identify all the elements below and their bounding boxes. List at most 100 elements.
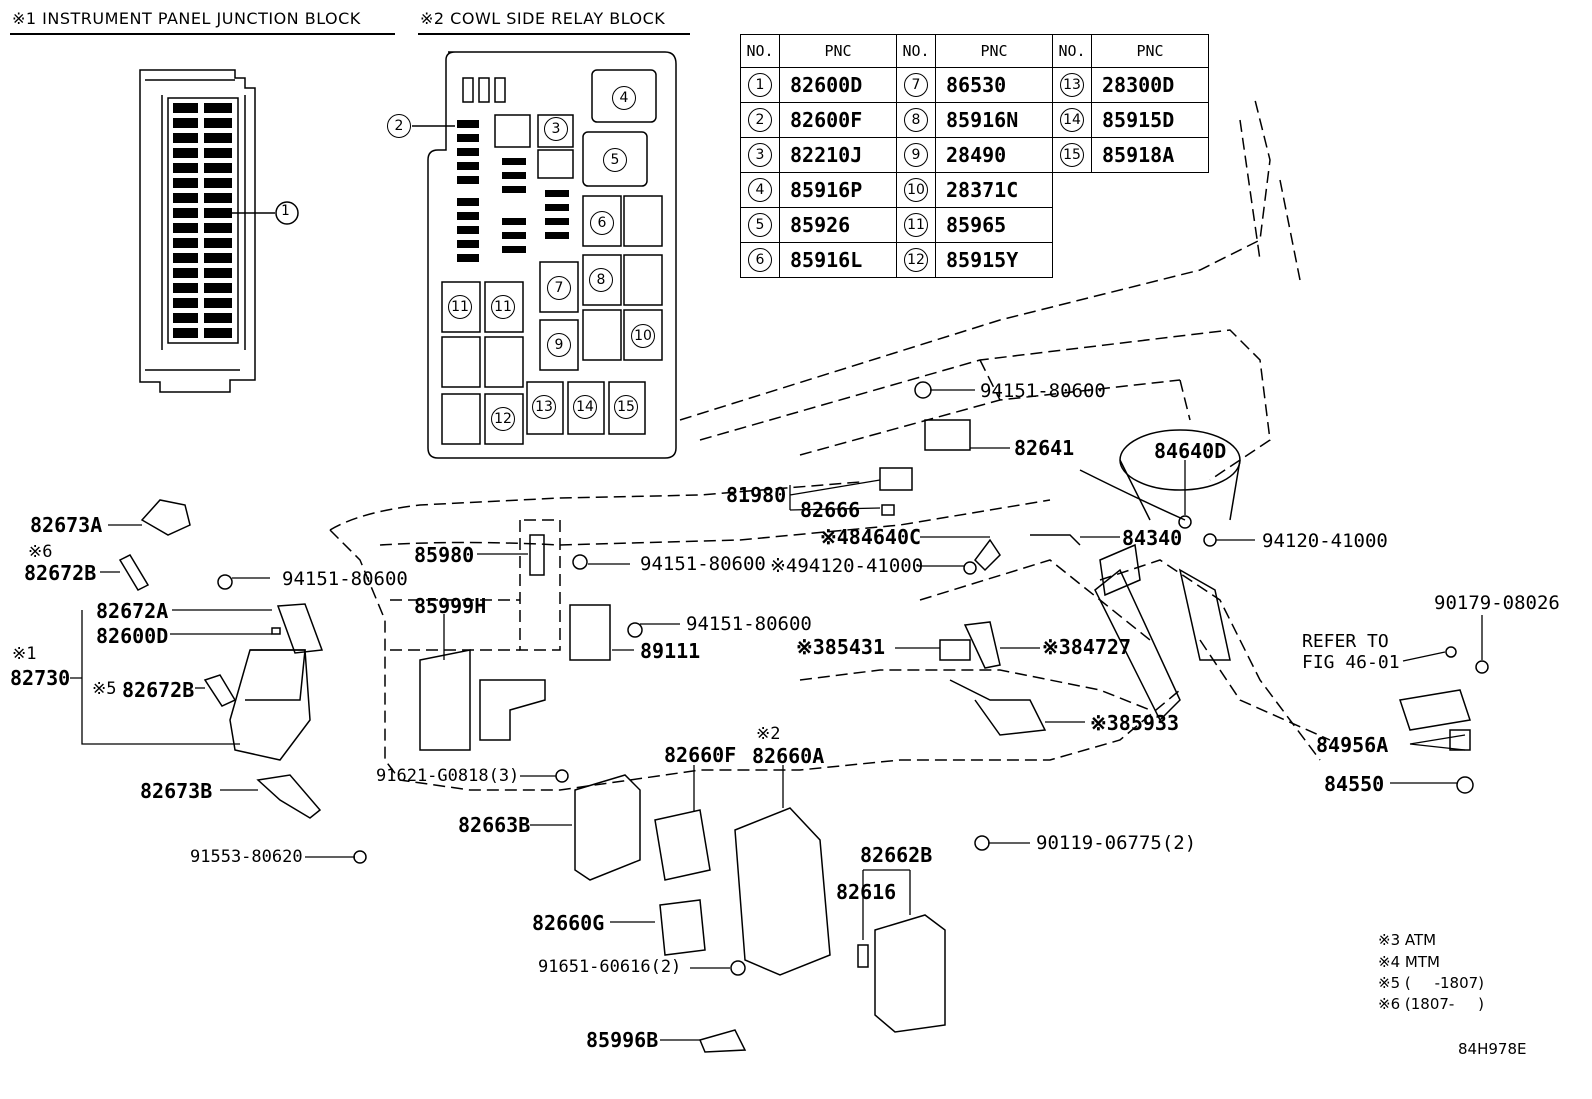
part-label-84956A: 84956A [1316,733,1389,757]
pnc-cell: 85965 [935,207,1053,243]
row-number: 6 [748,248,772,272]
part-label-85980: 85980 [414,543,475,567]
pnc-cell: 28371C [935,172,1053,208]
steering-column [1094,429,1241,722]
part-label-91553-80620: 91553-80620 [190,847,303,867]
part-label-94151-80600: 94151-80600 [980,380,1106,402]
pnc-cell: 85918A [1091,137,1209,173]
note-marker-1: ※1 [12,644,37,664]
row-number: 10 [904,178,928,202]
table-header-pnc: PNC [935,34,1053,68]
part-label-84340: 84340 [1122,526,1183,550]
small-parts [118,381,1489,1053]
callout-13: 13 [532,395,556,419]
part-label-85933: ※385933 [1090,711,1180,735]
part-label-82673A: 82673A [30,513,103,537]
leader-lines [70,389,1483,1041]
part-label-82616: 82616 [836,880,897,904]
callout-5: 5 [603,148,627,172]
row-number: 15 [1060,143,1084,167]
row-number: 7 [904,73,928,97]
dashboard-outline [329,99,1331,791]
part-label-90119-06775: 90119-06775(2) [1036,832,1197,854]
table-row: 5 85926 11 85965 [740,207,1209,243]
callout-2: 2 [387,114,411,138]
row-number: 4 [748,178,772,202]
pnc-cell: 85916L [779,242,897,278]
table-row: 6 85916L 12 85915Y [740,242,1209,278]
part-label-82666: 82666 [800,498,861,522]
callout-10: 10 [631,324,655,348]
part-label-91651-60616: 91651-60616(2) [538,957,682,977]
table-header-row: NO. PNC NO. PNC NO. PNC [740,34,1209,68]
pnc-cell: 85926 [779,207,897,243]
junction-block-drawing [139,69,299,393]
pnc-cell: 82210J [779,137,897,173]
part-label-84640C: ※484640C [820,525,922,549]
instrument-panel-junction-block-title: ※1 INSTRUMENT PANEL JUNCTION BLOCK [12,9,361,28]
part-label-91621-G0818: 91621-G0818(3) [376,766,520,786]
part-label-82662B: 82662B [860,843,933,867]
part-label-94151-80600: 94151-80600 [640,553,766,575]
table-row: 4 85916P 10 28371C [740,172,1209,208]
callout-6: 6 [590,211,614,235]
part-label-94120-41000: ※494120-41000 [770,555,924,577]
table-header-pnc: PNC [1091,34,1209,68]
pnc-cell: 82600D [779,67,897,103]
part-label-82673B: 82673B [140,779,213,803]
part-label-94120-41000: 94120-41000 [1262,530,1388,552]
row-number: 11 [904,213,928,237]
row-number: 2 [748,108,772,132]
row-number: 8 [904,108,928,132]
part-label-82730: 82730 [10,666,71,690]
note-marker-5: ※5 [92,679,117,699]
callout-14: 14 [573,395,597,419]
part-label-82672B: 82672B [122,678,195,702]
row-number: 1 [748,73,772,97]
row-number: 14 [1060,108,1084,132]
part-label-82641: 82641 [1014,436,1075,460]
pnc-cell: 85915D [1091,102,1209,138]
title-underline [418,33,690,35]
part-label-89111: 89111 [640,639,701,663]
table-header-no: NO. [896,34,936,68]
refer-to-label: REFER TO [1302,631,1389,652]
callout-3: 3 [544,117,568,141]
table-header-no: NO. [740,34,780,68]
table-row: 1 82600D 7 86530 13 28300D [740,67,1209,103]
part-label-84550: 84550 [1324,772,1385,796]
part-label-82672A: 82672A [96,599,169,623]
part-label-94151-80600: 94151-80600 [686,613,812,635]
part-label-82663B: 82663B [458,813,531,837]
part-label-82660A: 82660A [752,744,825,768]
part-label-82672B: 82672B [24,561,97,585]
pnc-cell: 82600F [779,102,897,138]
relay-block-drawing [412,51,677,459]
callout-9: 9 [547,333,571,357]
part-label-81980: 81980 [726,483,787,507]
row-number: 3 [748,143,772,167]
table-row: 2 82600F 8 85916N 14 85915D [740,102,1209,138]
pnc-cell: 28300D [1091,67,1209,103]
legend-note-6: ※6 (1807- ) [1378,995,1485,1013]
part-label-85431: ※385431 [796,635,886,659]
legend-atm: ※3 ATM [1378,931,1437,949]
part-label-82660F: 82660F [664,743,737,767]
figure-code: 84H978E [1458,1040,1527,1058]
row-number: 5 [748,213,772,237]
part-label-82600D: 82600D [96,624,169,648]
part-label-85996B: 85996B [586,1028,659,1052]
row-number: 9 [904,143,928,167]
pnc-cell: 86530 [935,67,1053,103]
pnc-reference-table: NO. PNC NO. PNC NO. PNC 1 82600D 7 86530… [740,34,1209,278]
title-underline [10,33,395,35]
table-row: 3 82210J 9 28490 15 85918A [740,137,1209,173]
row-number: 12 [904,248,928,272]
note-marker-2: ※2 [756,724,781,744]
legend-note-5: ※5 ( -1807) [1378,974,1485,992]
pnc-cell: 85915Y [935,242,1053,278]
table-header-pnc: PNC [779,34,897,68]
part-label-84727: ※384727 [1042,635,1132,659]
row-number: 13 [1060,73,1084,97]
